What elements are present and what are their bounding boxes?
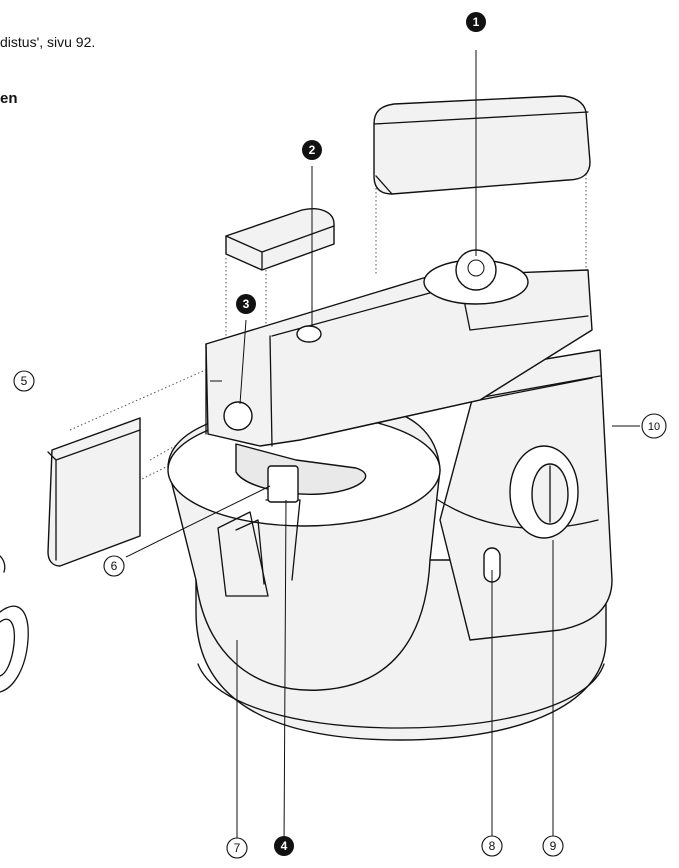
slow-outlet <box>223 401 253 431</box>
svg-text:2: 2 <box>309 143 316 157</box>
svg-text:1: 1 <box>473 15 480 29</box>
heading-fragment: en <box>0 90 18 107</box>
leader-lines <box>125 50 640 858</box>
callout-1: 1 <box>466 12 486 32</box>
svg-text:3: 3 <box>243 297 250 311</box>
callout-3: 3 <box>236 294 256 314</box>
callout-2: 2 <box>302 140 322 160</box>
svg-text:9: 9 <box>550 839 557 853</box>
callout-6: 6 <box>103 555 125 577</box>
callout-4: 4 <box>274 836 294 856</box>
medium-outlet-knob <box>296 325 322 343</box>
svg-text:6: 6 <box>111 559 118 573</box>
callout-10: 10 <box>641 413 667 439</box>
body-text-fragment: distus', sivu 92. <box>0 34 96 50</box>
svg-text:8: 8 <box>489 839 496 853</box>
tool-socket <box>267 465 299 503</box>
callout-9: 9 <box>542 835 564 857</box>
mixer-body <box>437 349 613 641</box>
high-speed-outlet-cover <box>373 95 591 195</box>
slow-outlet-cover <box>47 417 141 567</box>
dough-hook-partial <box>0 555 29 693</box>
svg-text:4: 4 <box>281 839 288 853</box>
svg-text:5: 5 <box>21 374 28 388</box>
callout-7: 7 <box>226 837 248 859</box>
medium-outlet-cover <box>225 208 335 271</box>
svg-text:7: 7 <box>234 841 241 855</box>
svg-text:10: 10 <box>648 421 660 433</box>
mixer-head <box>205 249 593 503</box>
callout-5: 5 <box>13 370 35 392</box>
callout-8: 8 <box>481 835 503 857</box>
